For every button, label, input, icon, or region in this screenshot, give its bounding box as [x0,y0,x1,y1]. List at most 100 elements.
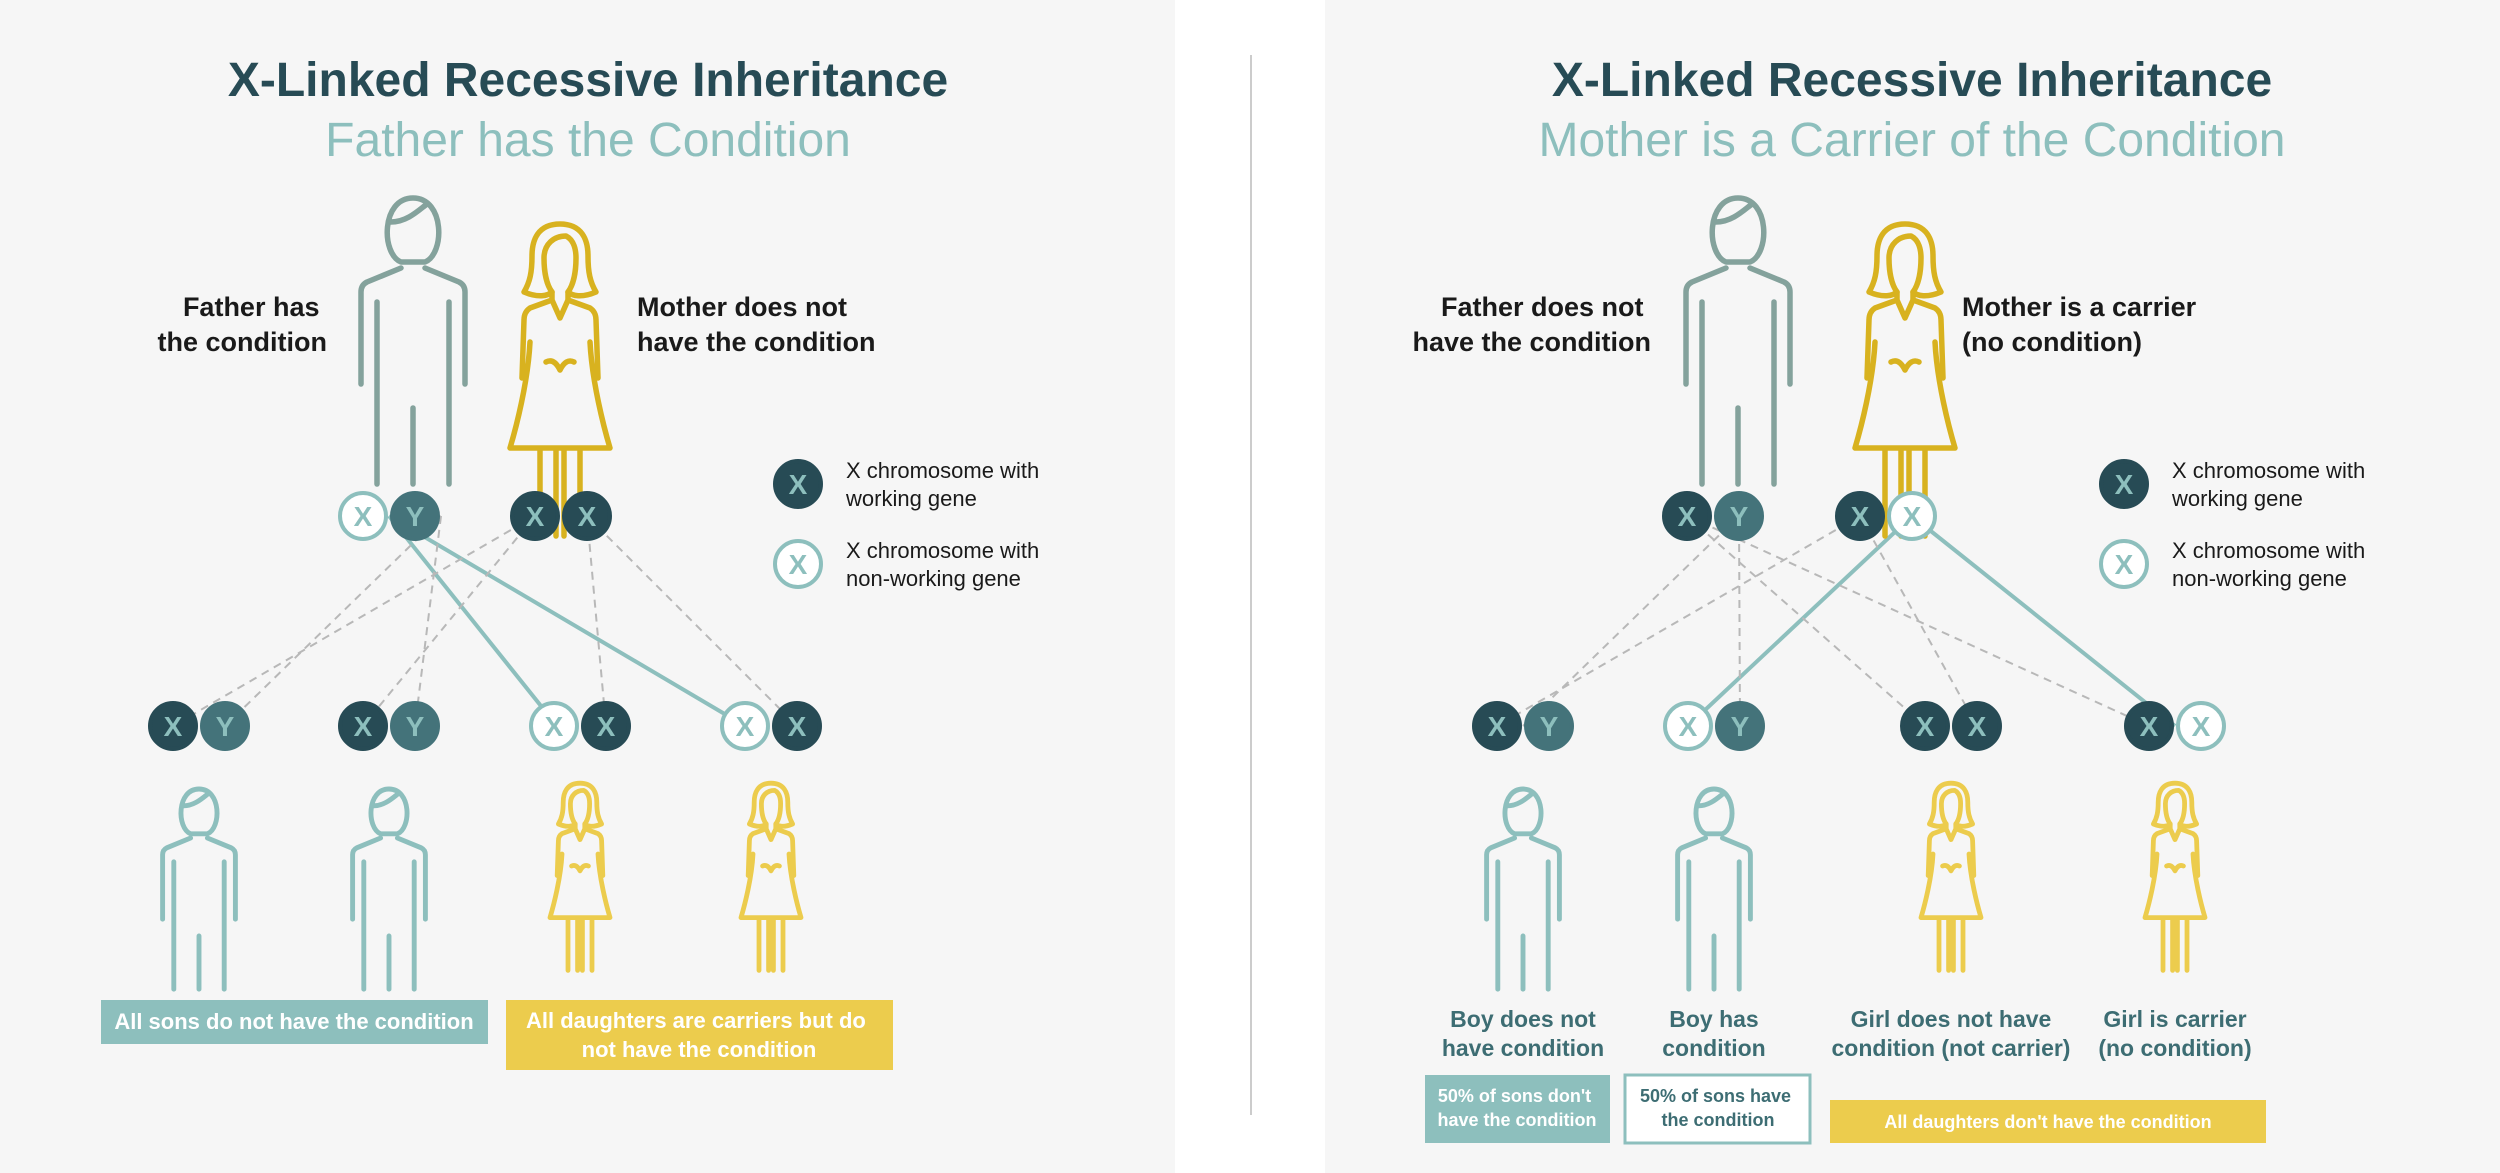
left-mother-label: Mother does not have the condition [637,292,876,357]
right-mother-chromosome-2-circle [1887,491,1937,541]
left-mother-chromosome-2-circle [562,491,612,541]
left-sons-box-text: All sons do not have the condition [114,1009,473,1034]
left-child-4-chromosome-2-letter: X [788,711,807,742]
right-father-label: Father does not have the condition [1412,292,1651,357]
right-child-1-chromosome-1-letter: X [1488,711,1507,742]
right-mother-chromosome-2-letter: X [1903,501,1922,532]
left-child-1-chromosome-2-circle [200,701,250,751]
right-father-chromosome-2: Y [1714,491,1764,541]
right-child-2-chromosome-2-circle [1715,701,1765,751]
right-father-chromosome-1-letter: X [1678,501,1697,532]
left-child-4-chromosome-1-letter: X [736,711,755,742]
right-box-sons-yes-text: 50% of sons have the condition [1640,1086,1796,1130]
right-child-4-label: Girl is carrier(no condition) [2098,1006,2251,1061]
right-connector-lines [1496,514,2177,728]
left-child-3-chromosome-2: X [581,701,631,751]
right-legend-working-icon-circle [2099,459,2149,509]
left-child-3-chromosome-2-circle [581,701,631,751]
left-father-chromosome-2-circle [390,491,440,541]
right-box-sons-no-text: 50% of sons don't have the condition [1437,1086,1596,1130]
left-child-1-chromosome-1: X [148,701,198,751]
right-mother-chromosome-2: X [1887,491,1937,541]
left-child-2-chromosome-2-letter: Y [406,711,425,742]
right-child-1-chromosome-2: Y [1524,701,1574,751]
right-mother-chromosome-1: X [1835,491,1885,541]
right-legend-working-icon: X [2099,459,2149,509]
left-child-2-chromosome-1-letter: X [354,711,373,742]
right-legend-nonworking-icon-letter: X [2115,549,2134,580]
right-title: X-Linked Recessive Inheritance [1552,54,2272,107]
left-connector-lines [172,514,798,728]
left-child-2-chromosome-1: X [338,701,388,751]
left-child-4-chromosome-1: X [720,701,770,751]
right-box-daughters [1830,1100,2266,1143]
right-child-3-chromosome-2-letter: X [1968,711,1987,742]
left-line-2 [387,514,747,728]
left-daughters-box-text: All daughters are carriers but do not ha… [526,1008,872,1062]
left-father-chromosome-2: Y [390,491,440,541]
left-mother-chromosome-1-letter: X [526,501,545,532]
right-child-4-chromosome-1: X [2124,701,2174,751]
right-child-1-chromosome-1: X [1472,701,1522,751]
right-child-2-chromosome-2-letter: Y [1731,711,1750,742]
left-mother-chromosome-1-circle [510,491,560,541]
right-line-8 [1859,515,1978,727]
right-child-2-chromosome-2: Y [1715,701,1765,751]
right-child-4-chromosome-1-circle [2124,701,2174,751]
right-child-2-chromosome-1: X [1663,701,1713,751]
right-child-3-chromosome-2-circle [1952,701,2002,751]
left-legend-nonworking-icon-letter: X [789,549,808,580]
right-child-1-chromosome-2-circle [1524,701,1574,751]
left-mother-chromosome-2: X [562,491,612,541]
right-mother-label: Mother is a carrier (no condition) [1962,292,2204,357]
right-panel: X-Linked Recessive Inheritance Mother is… [1325,0,2500,1173]
left-father-chromosome-1-letter: X [354,501,373,532]
right-child-3-chromosome-1-letter: X [1916,711,1935,742]
left-sons-box [101,1000,488,1044]
left-child-1-chromosome-2-letter: Y [216,711,235,742]
right-box-sons-no [1425,1075,1610,1143]
left-subtitle: Father has the Condition [325,114,851,167]
left-line-8 [586,515,798,727]
right-child-3-chromosome-2: X [1952,701,2002,751]
right-legend-nonworking-icon-circle [2099,539,2149,589]
left-line-4 [414,515,442,727]
right-child-4-chromosome-2-circle [2176,701,2226,751]
left-legend-working-icon: X [773,459,823,509]
right-mother-chromosome-1-letter: X [1851,501,1870,532]
right-child-4-chromosome-2-letter: X [2192,711,2211,742]
right-father-chromosome-1-circle [1662,491,1712,541]
right-father-chromosome-2-letter: Y [1730,501,1749,532]
right-child-3-chromosome-1: X [1900,701,1950,751]
left-child-3-chromosome-1-circle [529,701,579,751]
right-legend-nonworking-icon: X [2099,539,2149,589]
right-line-1 [1686,514,1914,728]
right-line-3 [1686,515,1926,727]
left-father-chromosome-1: X [338,491,388,541]
right-child-1-chromosome-2-letter: Y [1540,711,1559,742]
left-legend-working-icon-letter: X [789,469,808,500]
right-child-4-chromosome-1-letter: X [2140,711,2159,742]
left-line-1 [387,514,559,728]
left-child-4-chromosome-1-circle [720,701,770,751]
left-child-3-chromosome-1-letter: X [545,711,564,742]
